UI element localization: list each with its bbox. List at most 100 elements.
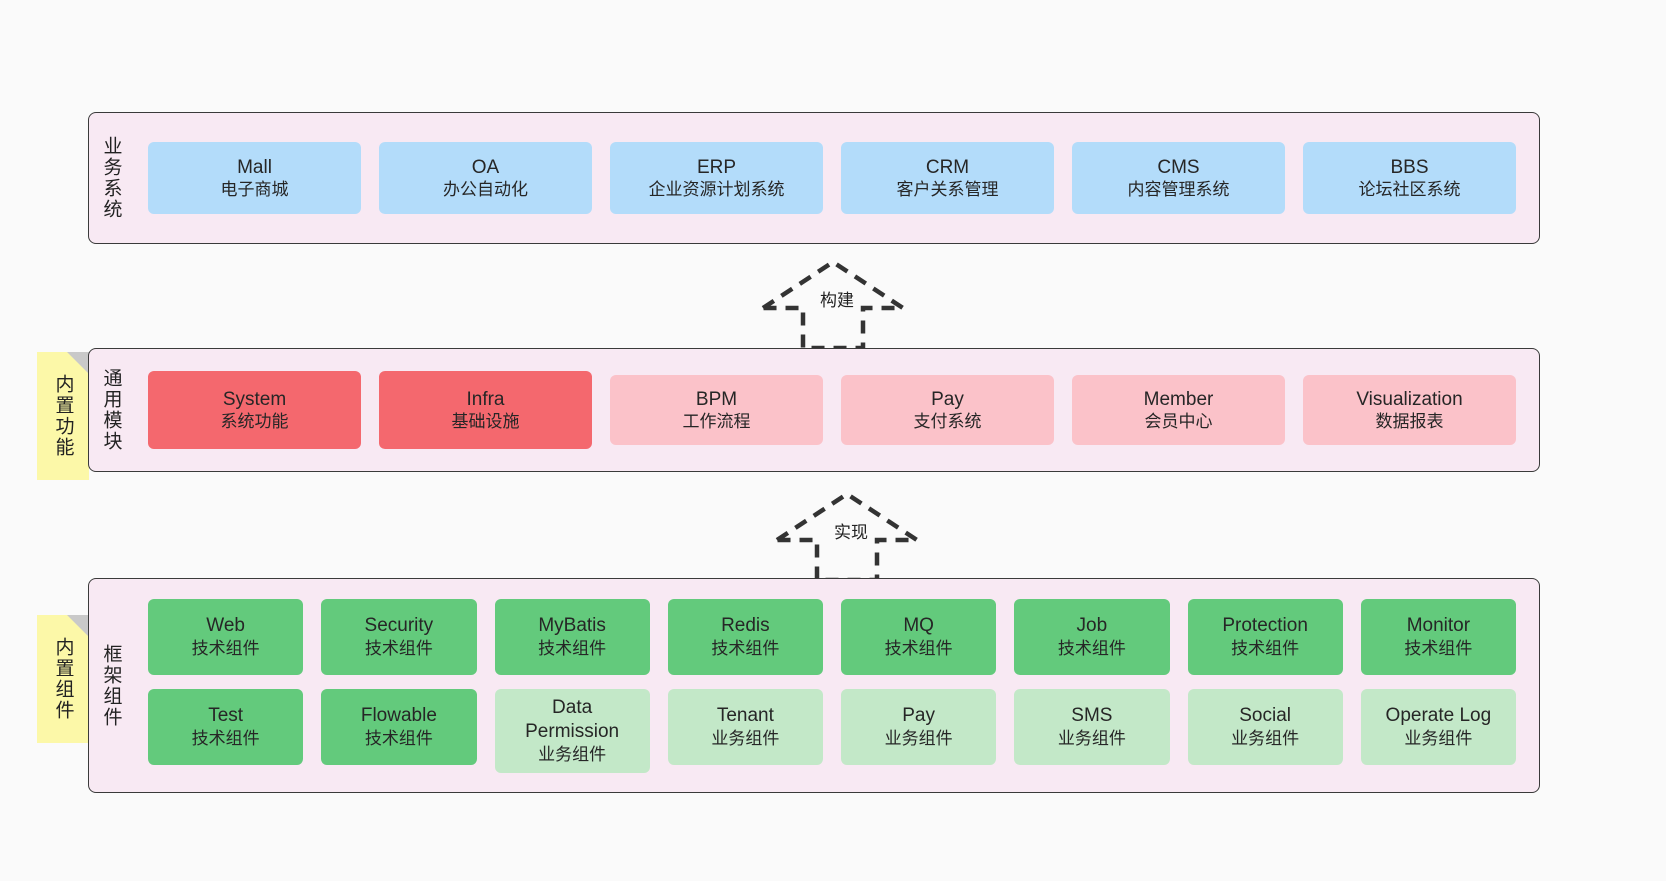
node-subtitle: 客户关系管理	[896, 180, 999, 200]
node-title: Job	[1076, 615, 1108, 636]
node-subtitle: 技术组件	[884, 638, 953, 658]
node-subtitle: 内容管理系统	[1127, 180, 1230, 200]
arrow-label-implement: 实现	[834, 523, 868, 542]
note-label: 内置组件	[52, 637, 74, 721]
layer-title-framework-component: 框架组件	[100, 643, 122, 728]
node-subtitle: 技术组件	[1404, 638, 1473, 658]
node-subtitle: 技术组件	[1057, 638, 1126, 658]
node-pay-business[interactable]: Pay 业务组件	[841, 688, 997, 765]
node-cms[interactable]: CMS 内容管理系统	[1072, 142, 1285, 214]
node-mybatis[interactable]: MyBatis 技术组件	[494, 598, 650, 675]
node-title: Security	[364, 615, 434, 636]
node-subtitle: 数据报表	[1375, 412, 1444, 432]
node-title: MQ	[903, 615, 934, 636]
node-subtitle: 业务组件	[884, 728, 953, 748]
node-subtitle: 办公自动化	[443, 180, 528, 200]
node-protection[interactable]: Protection 技术组件	[1187, 598, 1343, 675]
node-erp[interactable]: ERP 企业资源计划系统	[610, 142, 823, 214]
layer-framework-component[interactable]: 框架组件 Web 技术组件 Security 技术组件 MyBatis 技术组件…	[88, 578, 1540, 793]
node-subtitle: 基础设施	[451, 412, 520, 432]
node-oa[interactable]: OA 办公自动化	[379, 142, 592, 214]
node-title: Test	[208, 705, 244, 726]
note-fold-icon	[67, 615, 89, 637]
arrow-label-build: 构建	[820, 291, 854, 310]
node-title: Protection	[1222, 615, 1308, 636]
node-mall[interactable]: Mall 电子商城	[148, 142, 361, 214]
layer-title-business-system: 业务系统	[100, 136, 122, 220]
node-data-permission[interactable]: Data Permission 业务组件	[494, 688, 650, 773]
note-builtin-component[interactable]: 内置组件	[37, 615, 89, 743]
node-subtitle: 工作流程	[682, 412, 751, 432]
node-tenant[interactable]: Tenant 业务组件	[667, 688, 823, 765]
layer-body-framework-component: Web 技术组件 Security 技术组件 MyBatis 技术组件 Redi…	[133, 579, 1539, 792]
node-title: CMS	[1157, 156, 1200, 178]
node-subtitle: 业务组件	[1404, 728, 1473, 748]
node-subtitle: 业务组件	[1057, 728, 1126, 748]
node-test[interactable]: Test 技术组件	[148, 688, 304, 765]
node-subtitle: 技术组件	[191, 638, 260, 658]
note-label: 内置功能	[52, 374, 74, 458]
node-member[interactable]: Member 会员中心	[1072, 375, 1285, 445]
node-title: Social	[1239, 705, 1291, 726]
node-title: Redis	[721, 615, 770, 636]
node-bbs[interactable]: BBS 论坛社区系统	[1303, 142, 1516, 214]
node-security[interactable]: Security 技术组件	[321, 598, 477, 675]
node-job[interactable]: Job 技术组件	[1014, 598, 1170, 675]
node-bpm[interactable]: BPM 工作流程	[610, 375, 823, 445]
node-subtitle: 电子商城	[220, 180, 289, 200]
node-title: ERP	[696, 156, 737, 178]
layer-business-system[interactable]: 业务系统 Mall 电子商城 OA 办公自动化 ERP 企业资源计划系统 CRM…	[88, 112, 1540, 244]
layer-body-business-system: Mall 电子商城 OA 办公自动化 ERP 企业资源计划系统 CRM 客户关系…	[133, 113, 1539, 243]
node-pay[interactable]: Pay 支付系统	[841, 375, 1054, 445]
layer-body-general-module: System 系统功能 Infra 基础设施 BPM 工作流程 Pay 支付系统…	[133, 349, 1539, 471]
node-title: BBS	[1390, 156, 1429, 178]
node-subtitle: 业务组件	[1231, 728, 1300, 748]
node-title: Data Permission	[525, 697, 620, 742]
node-title: Member	[1143, 388, 1214, 410]
node-subtitle: 技术组件	[364, 638, 433, 658]
node-subtitle: 技术组件	[711, 638, 780, 658]
node-subtitle: 技术组件	[538, 638, 607, 658]
layer-general-module[interactable]: 通用模块 System 系统功能 Infra 基础设施 BPM 工作流程 Pay…	[88, 348, 1540, 472]
node-sms[interactable]: SMS 业务组件	[1014, 688, 1170, 765]
node-crm[interactable]: CRM 客户关系管理	[841, 142, 1054, 214]
generalization-arrow-shape	[755, 259, 911, 351]
node-title: Visualization	[1356, 388, 1463, 410]
framework-row-business: Test 技术组件 Flowable 技术组件 Data Permission …	[139, 688, 1525, 773]
node-subtitle: 技术组件	[191, 728, 260, 748]
node-mq[interactable]: MQ 技术组件	[841, 598, 997, 675]
node-title: Flowable	[360, 705, 437, 726]
node-title: MyBatis	[538, 615, 606, 636]
node-title: SMS	[1071, 705, 1113, 726]
node-title: Infra	[466, 388, 505, 410]
node-social[interactable]: Social 业务组件	[1187, 688, 1343, 765]
node-visualization[interactable]: Visualization 数据报表	[1303, 375, 1516, 445]
node-subtitle: 论坛社区系统	[1358, 180, 1461, 200]
note-fold-icon	[67, 352, 89, 374]
node-title: BPM	[695, 388, 738, 410]
node-flowable[interactable]: Flowable 技术组件	[321, 688, 477, 765]
layer-title-general-module: 通用模块	[100, 368, 122, 452]
node-title: Pay	[902, 705, 935, 726]
node-title: Web	[206, 615, 245, 636]
node-operate-log[interactable]: Operate Log 业务组件	[1360, 688, 1516, 765]
node-monitor[interactable]: Monitor 技术组件	[1360, 598, 1516, 675]
node-subtitle: 支付系统	[913, 412, 982, 432]
node-title: Pay	[931, 388, 964, 410]
node-subtitle: 企业资源计划系统	[648, 180, 785, 200]
arrow-build: 构建	[755, 258, 911, 351]
node-subtitle: 系统功能	[220, 412, 289, 432]
generalization-arrow-shape	[769, 491, 925, 583]
arrow-implement: 实现	[769, 490, 925, 583]
note-builtin-feature[interactable]: 内置功能	[37, 352, 89, 480]
node-title: Tenant	[716, 705, 774, 726]
node-title: Monitor	[1406, 615, 1471, 636]
node-subtitle: 业务组件	[538, 744, 607, 764]
node-infra[interactable]: Infra 基础设施	[379, 371, 592, 449]
node-redis[interactable]: Redis 技术组件	[667, 598, 823, 675]
node-system[interactable]: System 系统功能	[148, 371, 361, 449]
node-subtitle: 业务组件	[711, 728, 780, 748]
node-title: System	[222, 388, 287, 410]
node-web[interactable]: Web 技术组件	[148, 598, 304, 675]
